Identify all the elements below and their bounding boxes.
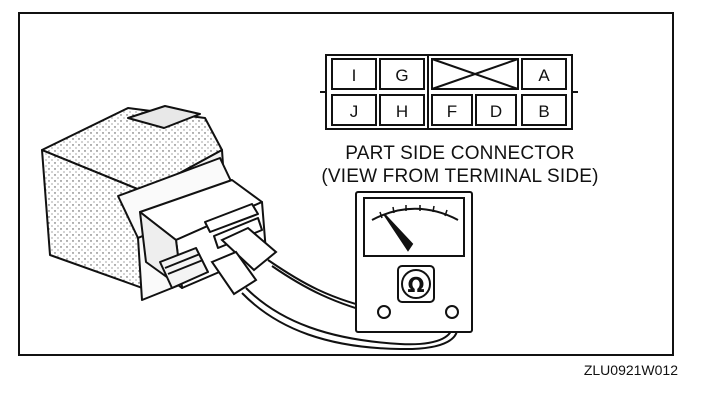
pin-label: J [350, 102, 359, 121]
meter-terminal [445, 305, 459, 319]
pin-label: A [538, 66, 550, 85]
connector-pin-layout [320, 54, 578, 130]
pin-label: D [490, 102, 502, 121]
test-probes [210, 226, 278, 296]
caption-line-2: (VIEW FROM TERMINAL SIDE) [321, 166, 599, 187]
pin-label: F [447, 102, 457, 121]
diagram-frame [18, 12, 674, 356]
pin-label: H [396, 102, 408, 121]
meter-terminal [377, 305, 391, 319]
ohmmeter [355, 191, 473, 333]
figure-id: ZLU0921W012 [583, 362, 678, 378]
pin-label: I [352, 66, 357, 85]
ohm-symbol: Ω [407, 273, 424, 297]
connector-pin-labels: I G A J H F D B [350, 66, 551, 121]
caption-line-1: PART SIDE CONNECTOR [345, 143, 575, 164]
component-part [41, 105, 267, 301]
pin-label: B [538, 102, 549, 121]
meter-needle [383, 213, 414, 252]
pin-label: G [395, 66, 408, 85]
